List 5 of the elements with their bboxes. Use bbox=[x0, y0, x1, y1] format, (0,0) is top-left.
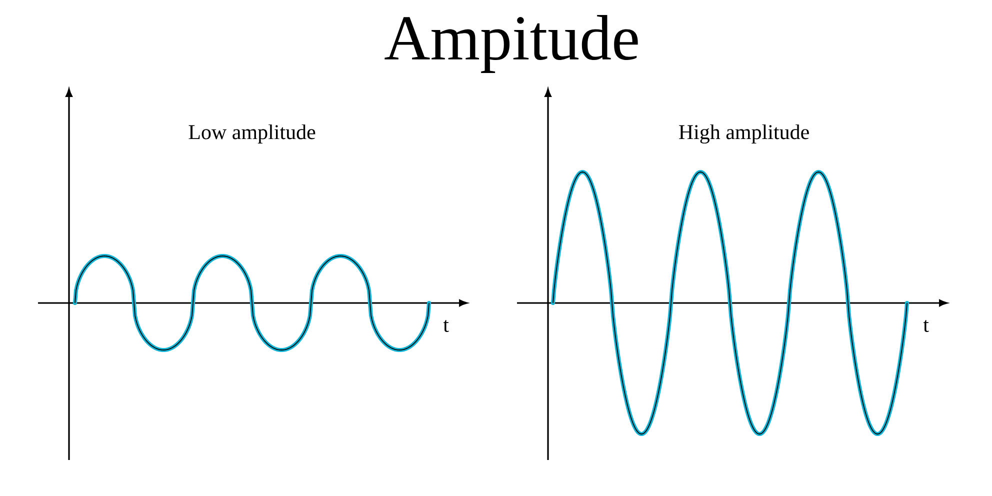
panel-label: Low amplitude bbox=[188, 124, 316, 144]
chart-title: Ampitude bbox=[384, 14, 638, 74]
axis-label: t bbox=[923, 320, 929, 332]
axis-label: t bbox=[443, 320, 449, 332]
panel-label: High amplitude bbox=[679, 124, 809, 144]
